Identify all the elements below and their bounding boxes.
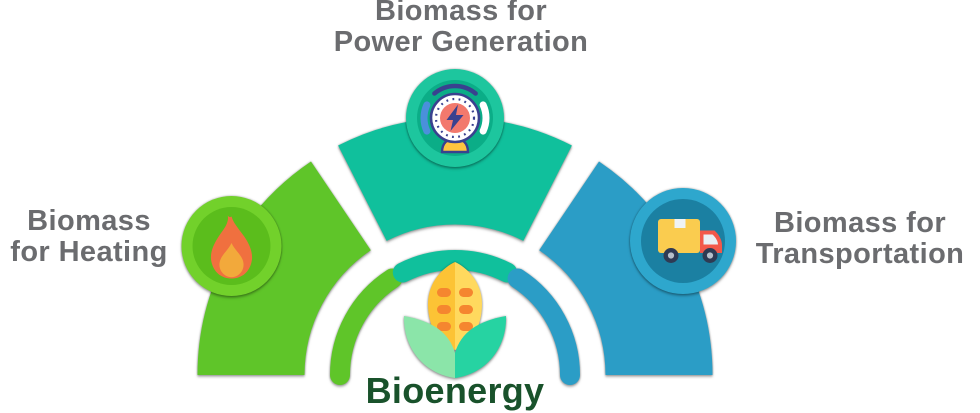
arch-segment-power — [338, 117, 572, 242]
corn-icon — [403, 262, 507, 378]
label-transportation-line1: Biomass for — [774, 207, 946, 239]
truck-cargo-box — [658, 219, 700, 253]
page-title: Bioenergy — [365, 370, 545, 411]
arch-segments — [197, 117, 713, 377]
corn-kernels — [437, 288, 473, 331]
corn-leaf-right — [455, 316, 507, 378]
truck-rear-hub — [667, 252, 675, 259]
truck-box-tape — [674, 219, 686, 228]
inner-arc-ring — [330, 250, 580, 385]
truck-front-hub — [706, 252, 714, 259]
heating-badge — [181, 196, 282, 296]
label-power-line2: Power Generation — [333, 26, 589, 58]
label-heating-line1: Biomass — [27, 205, 151, 237]
transportation-badge — [630, 188, 736, 294]
inner-arc-heating — [330, 268, 403, 385]
arch-segment-heating — [197, 161, 372, 377]
label-heating: Biomass for Heating — [0, 206, 178, 268]
gauge-top-arc — [432, 83, 478, 96]
flame-inner — [219, 243, 244, 278]
lightning-bolt-icon — [446, 104, 464, 131]
label-power-generation: Biomass for Power Generation — [261, 0, 661, 58]
corn-leaf-left — [403, 316, 455, 378]
label-transportation-line2: Transportation — [755, 238, 965, 270]
arch-segment-transportation — [538, 161, 713, 377]
delivery-truck-icon — [658, 219, 722, 263]
gauge-ticks — [434, 97, 476, 139]
inner-arc-power — [392, 250, 518, 283]
label-power-line1: Biomass for — [375, 0, 547, 27]
flame-icon — [210, 215, 253, 279]
truck-window — [703, 234, 718, 245]
gauge-right-arc — [479, 101, 490, 135]
inner-arc-transportation — [507, 268, 580, 385]
label-heating-line2: for Heating — [10, 236, 168, 268]
power-meter-icon — [420, 83, 490, 154]
label-transportation: Biomass for Transportation — [736, 208, 980, 270]
gauge-left-arc — [420, 101, 431, 135]
power-badge — [406, 69, 504, 167]
